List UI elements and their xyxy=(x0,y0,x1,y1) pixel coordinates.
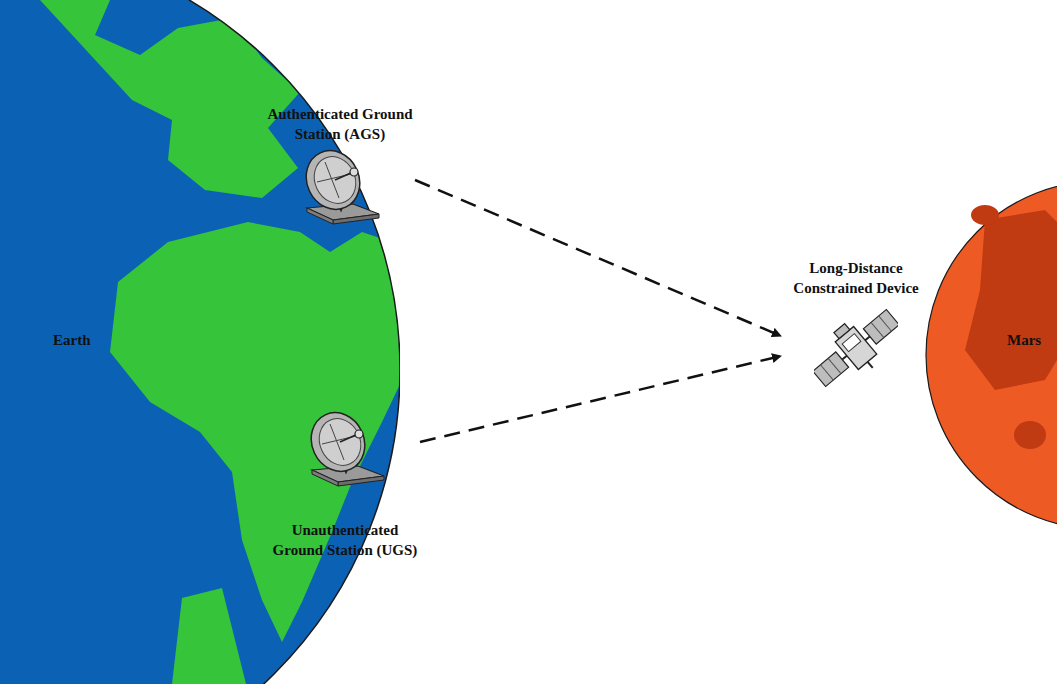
signal-arrow xyxy=(420,356,781,442)
node-label: Unauthenticated Ground Station (UGS) xyxy=(270,520,420,560)
dish-antenna xyxy=(300,410,390,490)
node-label: Authenticated Ground Station (AGS) xyxy=(265,104,415,144)
node-label: Long-Distance Constrained Device xyxy=(781,258,931,298)
spacecraft: Long-Distance Constrained Device xyxy=(781,258,931,396)
dish-antenna xyxy=(295,148,385,228)
node-label: Earth xyxy=(53,330,91,350)
ground-station: Authenticated Ground Station (AGS) xyxy=(265,104,415,228)
satellite-icon xyxy=(814,300,898,396)
mars-planet: Mars xyxy=(925,180,1057,530)
mars-planet xyxy=(925,180,1057,530)
signal-arrow xyxy=(415,180,781,336)
node-label: Mars xyxy=(1007,330,1041,350)
earth-planet: Earth xyxy=(0,0,400,684)
ground-station: Unauthenticated Ground Station (UGS) xyxy=(270,410,420,560)
